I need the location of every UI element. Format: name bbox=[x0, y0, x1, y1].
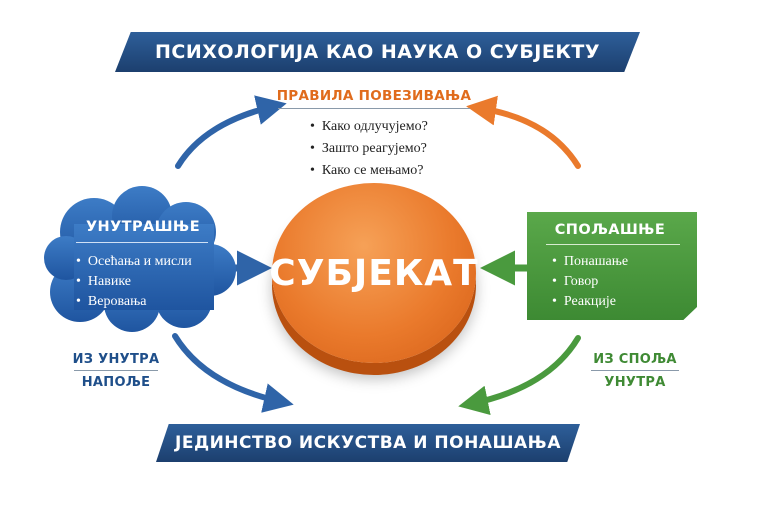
inner-title: УНУТРАШЊЕ bbox=[85, 219, 201, 235]
arrow-top-left bbox=[175, 95, 287, 169]
rules-divider bbox=[278, 108, 470, 109]
inner-item: Навике bbox=[76, 272, 192, 292]
inside-out-label: ИЗ УНУТРА НАПОЉЕ bbox=[68, 352, 164, 390]
footer-text: ЈЕДИНСТВО ИСКУСТВА И ПОНАШАЊА bbox=[175, 433, 561, 453]
outside-in-line2: УНУТРА bbox=[604, 375, 666, 390]
rules-item: Како одлучујемо? bbox=[310, 116, 428, 138]
outer-list: Понашање Говор Реакције bbox=[552, 252, 628, 312]
outer-item: Понашање bbox=[552, 252, 628, 272]
inside-out-line2: НАПОЉЕ bbox=[81, 375, 151, 390]
rules-item: Зашто реагујемо? bbox=[310, 138, 428, 160]
outer-divider bbox=[546, 244, 680, 245]
subject-label: СУБЈЕКАТ bbox=[269, 252, 479, 294]
inner-item: Веровања bbox=[76, 292, 192, 312]
outside-in-label: ИЗ СПОЉА УНУТРА bbox=[585, 352, 685, 390]
outside-in-divider bbox=[591, 370, 679, 371]
rules-title: ПРАВИЛА ПОВЕЗИВАЊА bbox=[276, 88, 472, 104]
inner-divider bbox=[76, 242, 208, 243]
inside-out-line1: ИЗ УНУТРА bbox=[72, 352, 160, 367]
subject-circle: СУБЈЕКАТ bbox=[269, 183, 479, 363]
arrow-bottom-left bbox=[172, 333, 294, 413]
inner-list: Осећања и мисли Навике Веровања bbox=[76, 252, 192, 312]
rules-item: Како се мењамо? bbox=[310, 160, 428, 182]
outside-in-line1: ИЗ СПОЉА bbox=[593, 352, 677, 367]
arrow-bottom-right bbox=[458, 335, 581, 416]
inside-out-divider bbox=[74, 370, 158, 371]
outer-title: СПОЉАШЊЕ bbox=[554, 222, 666, 238]
rules-list: Како одлучујемо? Зашто реагујемо? Како с… bbox=[310, 116, 428, 182]
inner-item: Осећања и мисли bbox=[76, 252, 192, 272]
title-text: ПСИХОЛОГИЈА КАО НАУКА О СУБЈЕКТУ bbox=[154, 41, 600, 63]
outer-item: Говор bbox=[552, 272, 628, 292]
outer-item: Реакције bbox=[552, 292, 628, 312]
title-banner: ПСИХОЛОГИЈА КАО НАУКА О СУБЈЕКТУ bbox=[115, 32, 640, 72]
arrow-top-right bbox=[466, 95, 581, 169]
footer-banner: ЈЕДИНСТВО ИСКУСТВА И ПОНАШАЊА bbox=[156, 424, 580, 462]
